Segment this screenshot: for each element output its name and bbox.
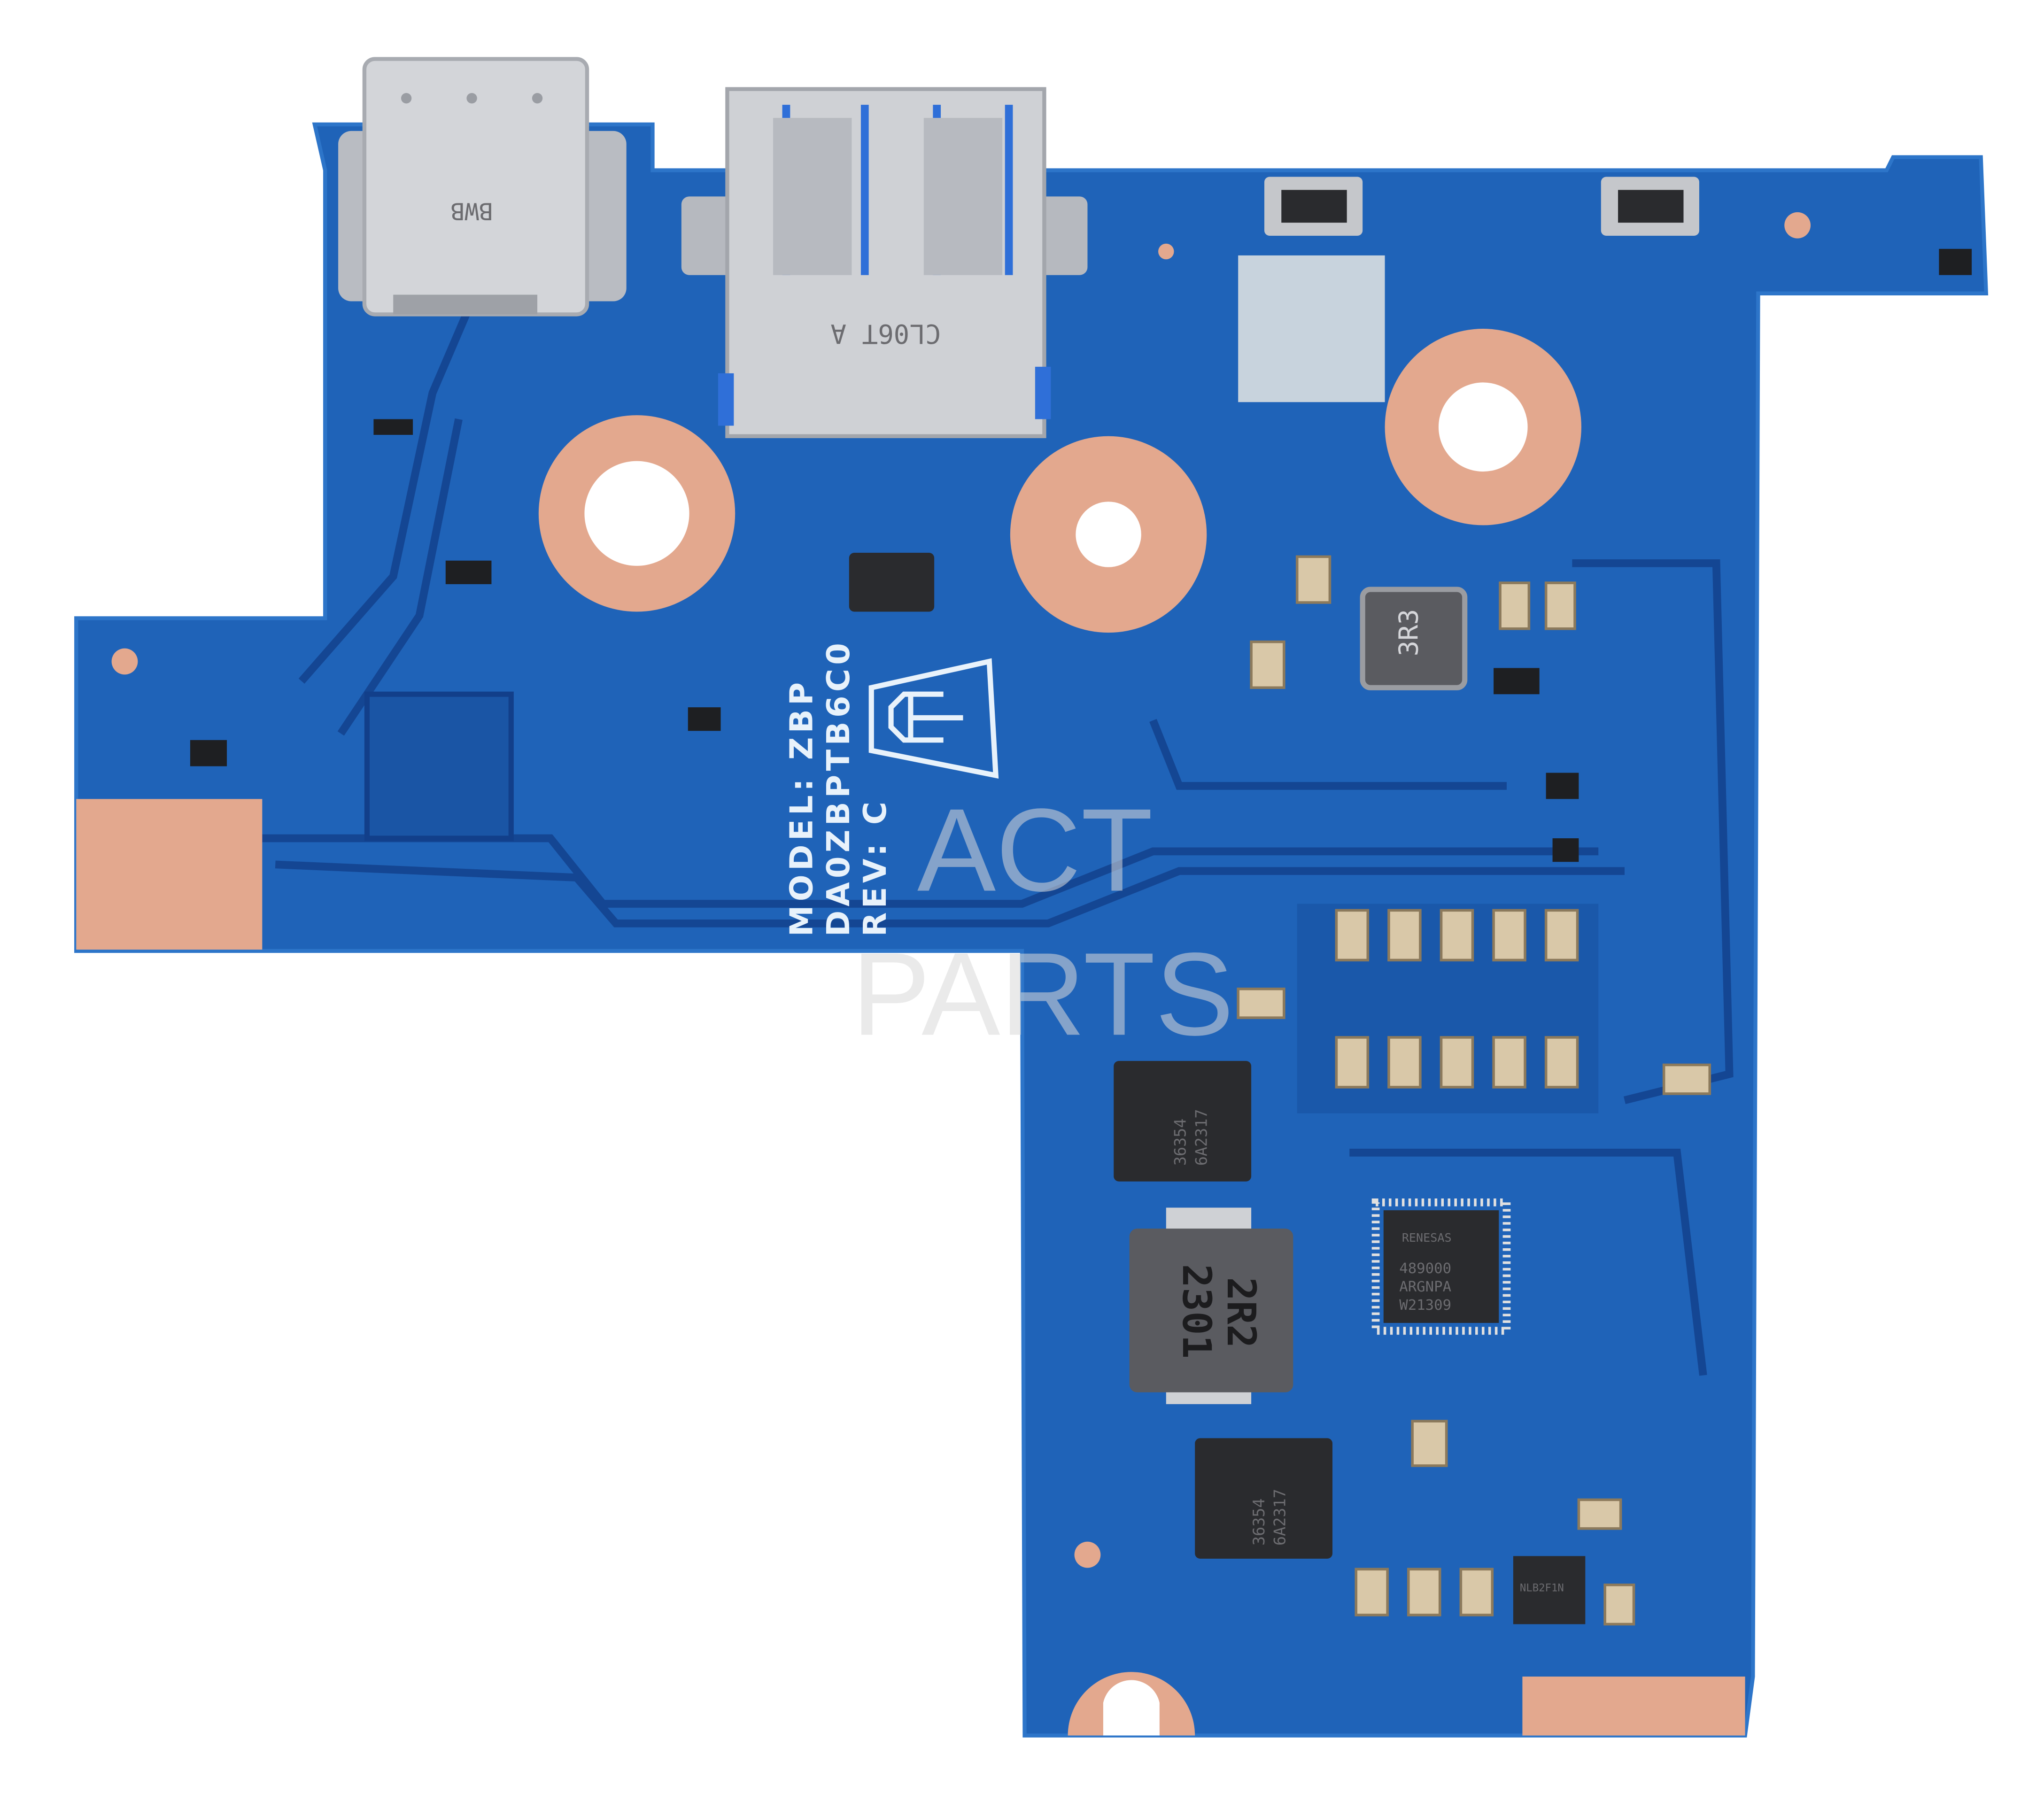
chip-line3: W21309 (1399, 1297, 1451, 1314)
part-number-text: DA0ZBPTB6C0 (820, 639, 857, 936)
silkscreen-model: MODEL: ZBP DA0ZBPTB6C0 REV: C (783, 639, 893, 936)
mosfet-lower-line2: 6A2317 (1271, 1489, 1289, 1546)
small-ic: NLB2F1N (1513, 1556, 1586, 1624)
watermark-line1: ACT (917, 785, 1153, 916)
inductor-small-label: 3R3 (1394, 609, 1424, 657)
small-ic-label: NLB2F1N (1520, 1582, 1564, 1594)
usb-c-connector: BWB (338, 57, 627, 317)
model-text: MODEL: ZBP (783, 678, 820, 936)
passive-components (1237, 555, 1711, 1626)
mounting-hole (1010, 436, 1207, 633)
inductor-2r2: 2R2 2301 (1129, 1207, 1293, 1404)
inductor-large-label-2: 2301 (1174, 1264, 1220, 1358)
copper-pad (1522, 1677, 1745, 1736)
revision-text: REV: C (857, 798, 893, 936)
switch (1281, 190, 1347, 223)
watermark: ACT PARTS (852, 785, 1234, 1060)
switch (1618, 190, 1684, 223)
usb-a-marking: CL06T A (830, 318, 941, 349)
mosfet-upper-line1: 36354 (1171, 1119, 1190, 1166)
mosfet-lower: 36354 6A2317 (1195, 1438, 1333, 1559)
silkscreen-logo (868, 658, 999, 779)
mosfet-lower-line1: 36354 (1250, 1498, 1268, 1546)
via-pad (111, 648, 138, 675)
tantalum-capacitor (849, 552, 935, 612)
copper-pad (76, 799, 263, 950)
chip-brand: RENESAS (1402, 1231, 1452, 1244)
via-pad (1784, 212, 1811, 239)
mounting-hole (1385, 329, 1581, 526)
ground-plane (364, 691, 514, 841)
usb-a-connector: CL06T A (681, 87, 1088, 438)
mosfet-upper-line2: 6A2317 (1192, 1109, 1210, 1166)
watermark-line2: PARTS (852, 928, 1234, 1060)
renesas-controller-chip: RENESAS 489000 ARGNPA W21309 (1371, 1198, 1511, 1335)
mounting-hole (538, 415, 736, 612)
via-pad (1158, 243, 1174, 260)
inductor-3r3: 3R3 (1360, 587, 1468, 690)
via-pad (1074, 1541, 1101, 1568)
shield-tape (1238, 255, 1385, 402)
mosfet-upper: 36354 6A2317 (1114, 1061, 1252, 1182)
small-transistors (190, 248, 1972, 862)
mounting-hole-notch (1068, 1672, 1195, 1736)
inductor-large-label-1: 2R2 (1218, 1277, 1264, 1348)
chip-line2: ARGNPA (1399, 1279, 1451, 1295)
chip-line1: 489000 (1399, 1260, 1451, 1277)
usb-c-marking: BWB (450, 197, 493, 225)
